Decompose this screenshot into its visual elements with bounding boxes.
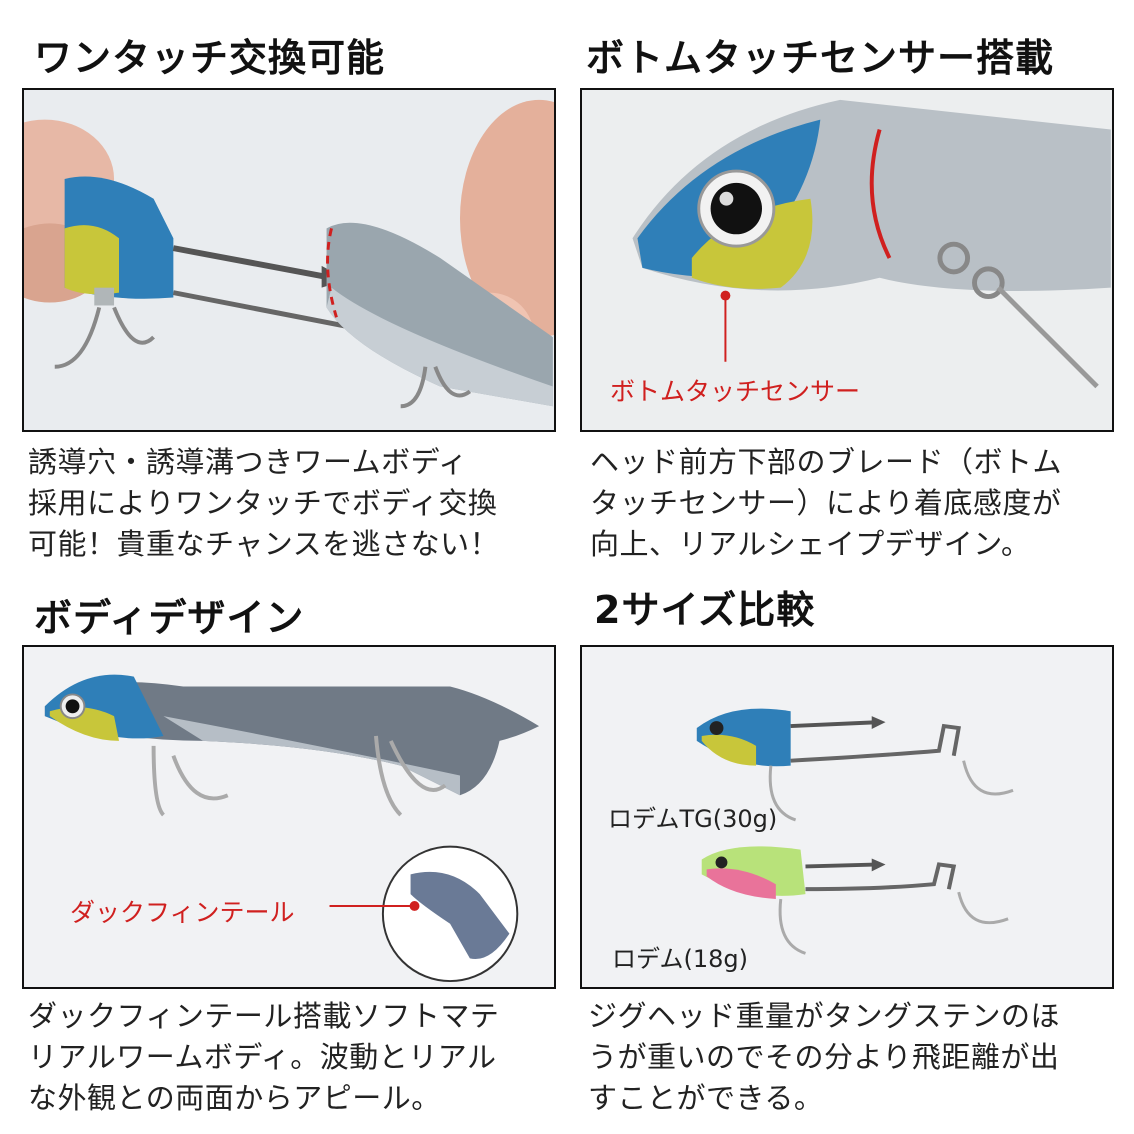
label-rodem-18g: ロデム(18g) <box>612 945 749 973</box>
bottom-touch-sensor-illustration <box>632 99 1111 389</box>
section-title-one-touch: ワンタッチ交換可能 <box>34 36 386 80</box>
body-design-illustration <box>44 674 540 983</box>
photo-one-touch-swap <box>22 88 556 432</box>
callout-bottom-touch-sensor: ボトムタッチセンサー <box>610 377 861 406</box>
one-touch-swap-illustration <box>24 99 554 409</box>
photo-body-design: ダックフィンテール <box>22 645 556 989</box>
photo-bottom-touch-sensor: ボトムタッチセンサー <box>580 88 1114 432</box>
section-title-bottom-touch-sensor: ボトムタッチセンサー搭載 <box>586 36 1055 80</box>
section-title-size-comparison: 2サイズ比較 <box>594 588 816 632</box>
section-title-body-design: ボディデザイン <box>34 596 305 640</box>
callout-duck-fin-tail: ダックフィンテール <box>70 898 295 927</box>
section-description-one-touch: 誘導穴・誘導溝つきワームボディ 採用によりワンタッチでボディ交換 可能！貴重なチ… <box>28 445 500 561</box>
section-description-body-design: ダックフィンテール搭載ソフトマテ リアルワームボディ。波動とリアル な外観との両… <box>28 999 500 1115</box>
label-rodem-tg-30g: ロデムTG(30g) <box>608 805 778 833</box>
section-description-size-comparison: ジグヘッド重量がタングステンのほ うが重いのでその分より飛距離が出 すことができ… <box>588 999 1061 1115</box>
size-comparison-illustration <box>696 708 1014 955</box>
section-description-bottom-touch-sensor: ヘッド前方下部のブレード（ボトム タッチセンサー）により着底感度が 向上、リアル… <box>590 445 1063 561</box>
photo-size-comparison: ロデムTG(30g) ロデム(18g) <box>580 645 1114 989</box>
